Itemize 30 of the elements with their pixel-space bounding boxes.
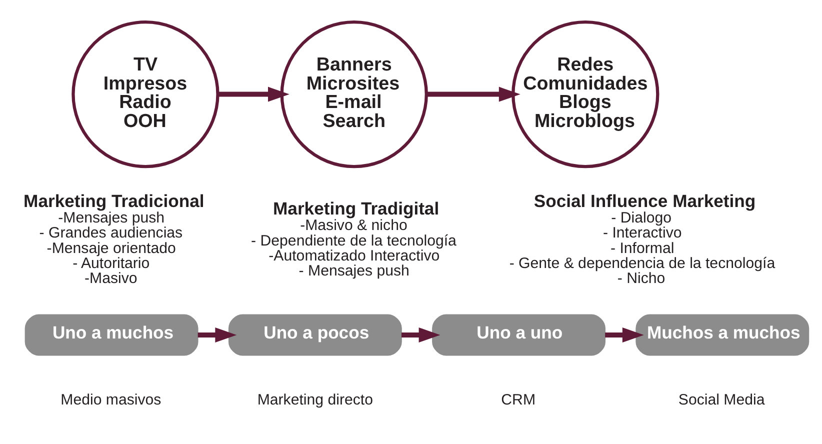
node-label: - Interactivo [602, 224, 682, 242]
node-circle: TV Impresos Radio OOH [72, 20, 220, 168]
node-label: Marketing directo [257, 390, 374, 408]
node-label: -Masivo & nicho [300, 216, 408, 234]
node-label: -Mensaje orientado [46, 239, 176, 256]
node-circle: Redes Comunidades Blogs Microblogs [512, 20, 660, 168]
node-box: Uno a muchos [24, 314, 198, 356]
node-box: Uno a pocos [228, 314, 402, 356]
node-label: - Nicho [617, 269, 666, 286]
node-label: Marketing Tradigital [273, 198, 440, 218]
node-label: Social Media [678, 390, 765, 408]
node-label: Medio masivos [60, 390, 162, 408]
node-label: -Masivo [84, 269, 138, 286]
node-label: - Mensajes push [298, 262, 410, 279]
node-label: - Dependiente de la tecnología [251, 232, 456, 249]
arrow [426, 86, 520, 102]
node-circle: Banners Microsites E-mail Search [280, 20, 428, 168]
node-box: Uno a uno [432, 314, 606, 356]
arrow [218, 86, 290, 102]
node-label: Social Influence Marketing [534, 190, 756, 211]
arrow [198, 326, 237, 342]
arrow [401, 326, 440, 342]
node-label: - Dialogo [611, 209, 672, 226]
node-label: - Informal [610, 239, 674, 256]
arrow [605, 326, 644, 342]
node-label: - Gente & dependencia de la tecnología [509, 254, 776, 272]
node-label: Marketing Tradicional [24, 190, 204, 211]
node-label: CRM [501, 390, 536, 408]
node-box: Muchos a muchos [636, 314, 810, 356]
node-label: -Mensajes push [58, 209, 165, 226]
